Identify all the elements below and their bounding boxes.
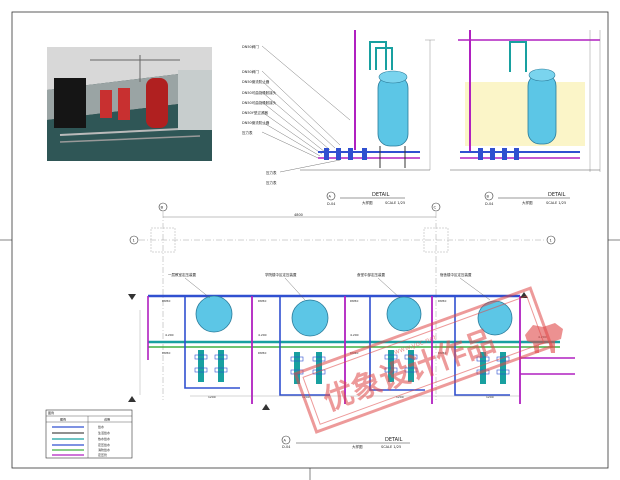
unit-title-2: 学院楼中区定压装置 <box>265 272 297 277</box>
legend-header-symbol: 图例 <box>60 417 66 422</box>
plan-label-a: 大样图 <box>362 200 373 205</box>
scale-b: SCALE 1/25 <box>546 201 566 205</box>
watermark-animal-logo <box>525 323 563 353</box>
callout-3: DN50倒流防止器 <box>242 79 270 84</box>
callout-1: DN50阀门 <box>242 44 259 49</box>
legend-table: 图例 图例 说明 给水 生活给水 热水给水 定压给水 消防给水 定压管 <box>45 409 133 459</box>
unit-title-1: 一层教室定压装置 <box>168 272 196 277</box>
grid-c: C <box>434 205 437 210</box>
callout-5: DN50可曲挠橡胶接头 <box>242 100 277 105</box>
render-3d-view <box>47 47 212 161</box>
dim-13: 4.200 <box>165 333 174 337</box>
section-b-tag: B <box>487 195 490 199</box>
sheet-no-b: D-04 <box>485 202 494 206</box>
callout-2: DN50阀门 <box>242 69 259 74</box>
legend-row-6: 定压管 <box>98 452 107 457</box>
scale-a: SCALE 1/25 <box>385 201 405 205</box>
callout-6: DN50Y型过滤器 <box>242 110 268 115</box>
elevation-a: DN50阀门 DN50阀门 DN50倒流防止器 DN50可曲挠橡胶接头 DN50… <box>242 30 435 206</box>
dim-3: DN50 <box>350 299 358 303</box>
section-a-tag: A <box>329 195 332 199</box>
sheet-no-main: D-04 <box>282 445 291 449</box>
legend-row-5: 消防给水 <box>98 447 110 452</box>
dim-10: 1200 <box>302 395 310 399</box>
dim-12: 1200 <box>486 395 494 399</box>
plan-label-b: 大样图 <box>522 200 533 205</box>
unit-title-4: 宿舍楼中区定压装置 <box>440 272 472 277</box>
unit-title-3: 食堂中部定压装置 <box>357 272 385 277</box>
plan-label-main: 大样图 <box>352 444 363 449</box>
legend-row-2: 生活给水 <box>98 430 110 435</box>
legend-row-4: 定压给水 <box>98 442 110 447</box>
grid-1-left: 1 <box>133 238 136 243</box>
legend-header-desc: 说明 <box>104 417 110 422</box>
legend-row-1: 给水 <box>98 424 104 429</box>
dim-9: 1200 <box>208 395 216 399</box>
dim-15: 4.200 <box>350 333 359 337</box>
main-detail-plan: 一层教室定压装置 学院楼中区定压装置 食堂中部定压装置 宿舍楼中区定压装置 DN… <box>128 272 575 449</box>
callout-7: DN50倒流防止器 <box>242 120 270 125</box>
grid-1-right: 1 <box>550 238 553 243</box>
elevation-b: B D-04 DETAIL 大样图 SCALE 1/25 <box>450 30 601 206</box>
plan-grid: B C 1 1 4800 <box>129 202 556 400</box>
grid-b: B <box>161 205 164 210</box>
dim-8: DN50 <box>438 351 446 355</box>
detail-title-a: DETAIL <box>372 192 390 198</box>
scale-main: SCALE 1/25 <box>381 445 401 449</box>
section-main-tag: A <box>284 439 287 443</box>
dim-1: DN50 <box>162 299 170 303</box>
callout-9: 压力表 <box>266 170 277 175</box>
dim-5: DN50 <box>162 351 170 355</box>
dim-6: DN50 <box>258 351 266 355</box>
legend-row-3: 热水给水 <box>98 436 110 441</box>
detail-title-b: DETAIL <box>548 192 566 198</box>
sheet-no-a: D-04 <box>327 202 336 206</box>
dim-11: 1200 <box>396 395 404 399</box>
stamp-text: 优象设计作品 <box>319 324 500 418</box>
dim-top: 4800 <box>294 213 303 217</box>
dim-4: DN50 <box>438 299 446 303</box>
detail-title-main: DETAIL <box>385 437 403 443</box>
callout-4: DN50可曲挠橡胶接头 <box>242 90 277 95</box>
legend-title: 图例 <box>48 410 54 415</box>
dim-14: 4.200 <box>258 333 267 337</box>
callout-10: 压力表 <box>266 180 277 185</box>
dim-2: DN50 <box>258 299 266 303</box>
watermark-stamp: 优象设计作品 www.yoc.net <box>293 286 554 434</box>
callout-8: 压力表 <box>242 130 253 135</box>
